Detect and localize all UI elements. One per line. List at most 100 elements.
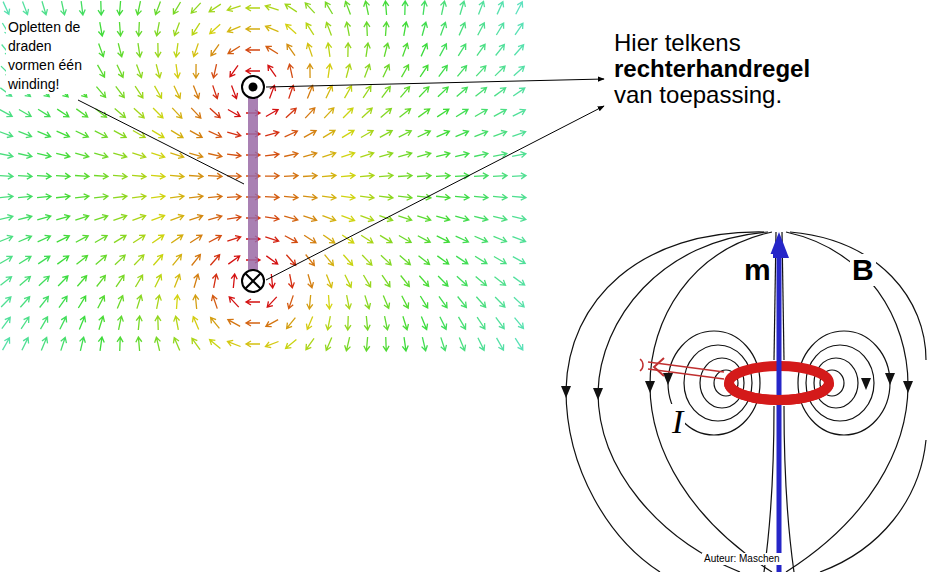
- field-arrow: [493, 151, 508, 160]
- field-arrow: [94, 253, 109, 267]
- field-arrow: [398, 106, 413, 119]
- field-arrow: [437, 295, 450, 310]
- field-arrow: [57, 315, 69, 330]
- field-arrow: [322, 253, 335, 268]
- field-arrow: [475, 336, 487, 351]
- field-arrow: [188, 128, 203, 140]
- field-arrow: [96, 315, 106, 330]
- field-arrow: [169, 213, 184, 223]
- field-arrow: [191, 84, 202, 99]
- field-arrow: [342, 84, 354, 99]
- field-arrow: [512, 274, 527, 287]
- field-arrow: [189, 193, 204, 201]
- field-arrow: [397, 213, 412, 223]
- field-arrow: [359, 233, 374, 246]
- field-arrow: [512, 214, 527, 223]
- field-arrow: [93, 150, 108, 160]
- field-arrow: [0, 336, 12, 351]
- field-arrow: [135, 1, 144, 16]
- field-arrow: [401, 337, 409, 352]
- field-arrow: [134, 63, 145, 78]
- field-arrow: [455, 85, 470, 99]
- field-arrow: [285, 43, 298, 58]
- field-arrow: [151, 193, 166, 201]
- field-arrow: [303, 106, 317, 120]
- field-arrow: [18, 193, 33, 200]
- field-arrow: [150, 150, 165, 160]
- field-arrow: [19, 336, 31, 351]
- field-arrow: [228, 64, 241, 79]
- field-arrow: [112, 233, 127, 245]
- current-in-symbol: [242, 270, 264, 292]
- field-arrow: [131, 150, 146, 160]
- field-arrow: [208, 173, 222, 180]
- field-arrow: [74, 213, 89, 223]
- field-arrow: [360, 193, 375, 201]
- field-arrow: [95, 63, 107, 78]
- field-arrow: [417, 106, 432, 119]
- field-arrow: [455, 150, 470, 159]
- field-arrow: [359, 150, 374, 160]
- field-arrow: [436, 274, 450, 288]
- field-arrow: [455, 64, 469, 79]
- field-arrow: [398, 193, 413, 201]
- field-arrow: [457, 336, 468, 351]
- field-arrow: [265, 214, 280, 222]
- field-arrow: [131, 213, 146, 223]
- field-arrow: [37, 150, 52, 159]
- field-label: B: [850, 254, 876, 286]
- field-arrow: [134, 294, 144, 309]
- field-arrow: [210, 84, 220, 99]
- field-arrow: [399, 294, 411, 309]
- field-arrow: [303, 193, 318, 201]
- field-arrow: [94, 85, 108, 100]
- field-arrow: [188, 213, 203, 223]
- field-arrow: [0, 0, 11, 15]
- field-arrow: [456, 42, 469, 57]
- field-arrow: [341, 193, 356, 201]
- field-arrow: [264, 129, 279, 138]
- field-arrow: [322, 193, 337, 201]
- field-arrow: [511, 254, 526, 266]
- field-arrow: [230, 274, 237, 289]
- field-arrow: [264, 107, 279, 119]
- field-arrow: [98, 1, 104, 15]
- field-arrow: [438, 336, 448, 351]
- field-arrow: [190, 21, 203, 36]
- field-arrow: [435, 213, 450, 223]
- field-arrow: [379, 172, 393, 179]
- field-arrow: [227, 253, 242, 266]
- field-arrow: [227, 151, 242, 159]
- field-arrow: [302, 150, 317, 160]
- field-arrow: [154, 22, 163, 37]
- field-arrow: [207, 128, 222, 139]
- field-arrow: [74, 128, 89, 139]
- field-arrow: [475, 21, 487, 36]
- field-arrow: [512, 86, 527, 99]
- field-arrow: [0, 274, 13, 287]
- field-arrow: [94, 274, 107, 289]
- field-arrow: [436, 253, 451, 266]
- field-arrow: [136, 22, 143, 36]
- field-arrow: [493, 295, 507, 309]
- field-arrow: [93, 128, 108, 140]
- field-arrow: [402, 1, 408, 15]
- field-arrow: [417, 274, 431, 288]
- field-arrow: [323, 84, 334, 99]
- field-arrow: [18, 151, 33, 160]
- field-arrow: [0, 173, 13, 180]
- field-arrow: [436, 85, 450, 99]
- field-arrow: [75, 253, 90, 266]
- field-arrow: [211, 274, 220, 289]
- field-arrow: [340, 213, 355, 224]
- field-arrow: [436, 173, 450, 180]
- field-arrow: [226, 339, 241, 350]
- field-arrow: [492, 107, 507, 119]
- field-arrow: [303, 1, 317, 15]
- field-arrow: [0, 107, 14, 119]
- field-arrow: [97, 337, 105, 352]
- field-arrow: [55, 213, 70, 223]
- field-arrow: [36, 129, 51, 140]
- field-arrow: [513, 22, 526, 37]
- field-arrow: [113, 172, 127, 179]
